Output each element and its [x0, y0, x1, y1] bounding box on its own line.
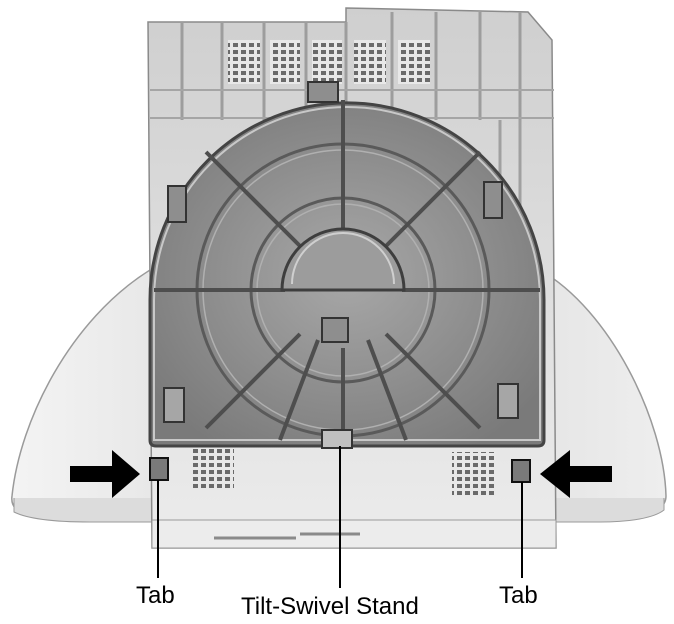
- tab-right: [511, 459, 531, 483]
- arrow-right-icon: [70, 450, 140, 498]
- tilt-swivel-stand-label: Tilt-Swivel Stand: [241, 593, 419, 620]
- vent-grille-right: [452, 452, 496, 496]
- arrow-left-icon: [540, 450, 612, 498]
- vent-grille-left: [190, 446, 234, 490]
- tab-left-label: Tab: [136, 582, 175, 609]
- tab-right-label: Tab: [499, 582, 538, 609]
- tilt-swivel-stand: [148, 81, 546, 449]
- tab-left: [149, 457, 169, 481]
